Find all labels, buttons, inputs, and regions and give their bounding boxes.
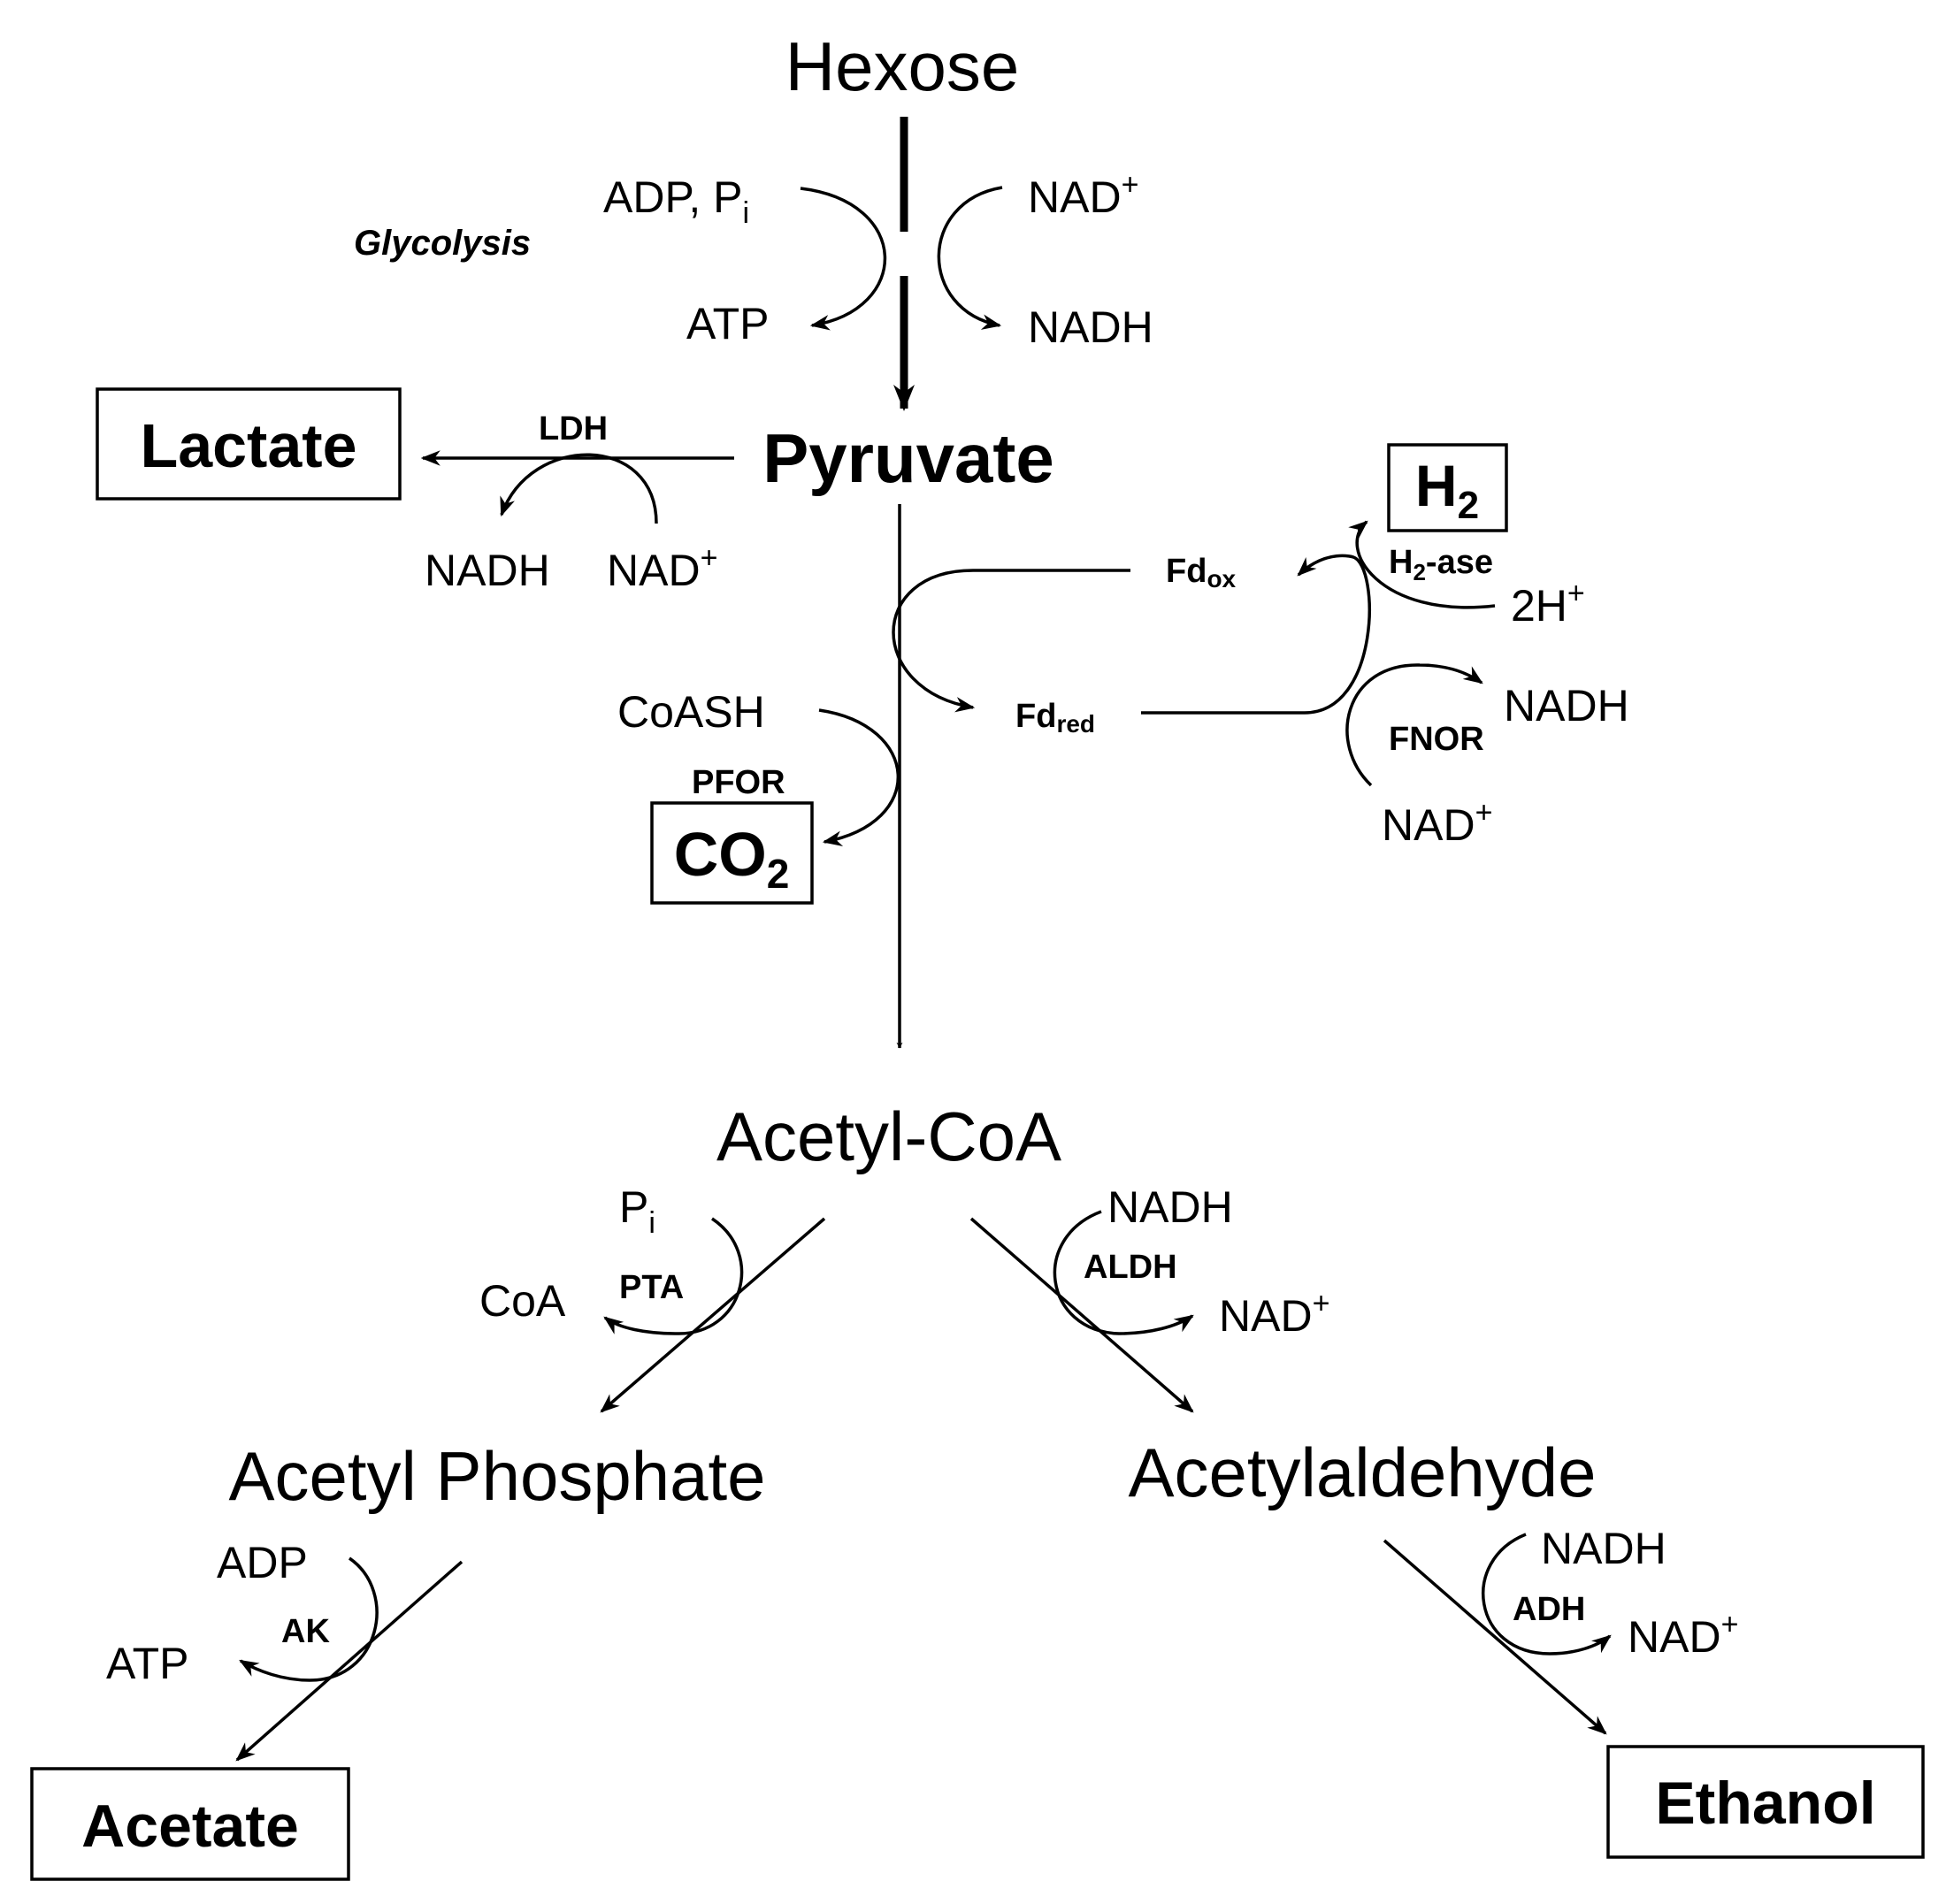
fd-cycle-curve [892, 569, 1130, 713]
glycolysis-nadh-curve [937, 186, 1003, 330]
co2-box [650, 801, 814, 905]
aldh-curve [1053, 1210, 1194, 1335]
ak-arrow [235, 1560, 464, 1762]
ak-adp: ADP [217, 1538, 308, 1587]
fnor-curve [1345, 663, 1483, 787]
glycolysis-label: Glycolysis [354, 224, 531, 263]
h2ase-curve [1348, 520, 1496, 609]
acetylaldehyde-label: Acetylaldehyde [1128, 1434, 1596, 1511]
ak-atp: ATP [106, 1639, 189, 1688]
pta-arrow [600, 1217, 826, 1413]
ldh-nadh-curve [500, 453, 658, 524]
aldh-nad: NAD+ [1219, 1287, 1329, 1341]
lactate-label: Lactate [140, 411, 356, 480]
adh-nadh: NADH [1541, 1524, 1666, 1573]
pfor-coash: CoASH [617, 687, 765, 737]
ldh-nadh: NADH [425, 546, 550, 595]
ak-enzyme-label: AK [281, 1613, 330, 1650]
ak-curve [239, 1556, 379, 1682]
adh-curve [1482, 1533, 1612, 1655]
adh-enzyme-label: ADH [1513, 1591, 1585, 1628]
glycolysis-adp-pi: ADP, Pi [603, 172, 749, 230]
pyruvate-label: Pyruvate [762, 419, 1054, 497]
fd-red-to-hydrogenase-line [1141, 554, 1371, 715]
ldh-enzyme-label: LDH [539, 410, 608, 447]
glycolysis-atp-curve [800, 187, 887, 331]
fnor-enzyme-label: FNOR [1389, 721, 1484, 758]
pta-coa: CoA [479, 1276, 566, 1326]
pta-curve [603, 1217, 744, 1335]
glycolysis-nad: NAD+ [1028, 168, 1138, 222]
pfor-enzyme-label: PFOR [692, 764, 785, 801]
hexose-label: Hexose [785, 27, 1019, 105]
pta-enzyme-label: PTA [619, 1269, 684, 1306]
lactate-box [96, 387, 402, 501]
fnor-nadh: NADH [1504, 681, 1629, 730]
adh-arrow [1383, 1539, 1607, 1735]
acetate-label: Acetate [81, 1793, 299, 1860]
h2-box [1387, 443, 1508, 532]
acetyl-phosphate-label: Acetyl Phosphate [228, 1437, 765, 1515]
co2-label: CO2 [674, 820, 790, 897]
h2ase-enzyme-label: H2-ase [1389, 544, 1493, 585]
pta-pi: Pi [619, 1182, 655, 1240]
glycolysis-nadh: NADH [1028, 302, 1153, 352]
aldh-enzyme-label: ALDH [1084, 1249, 1177, 1286]
acetyl-coa-label: Acetyl-CoA [716, 1097, 1061, 1175]
h2ase-2h: 2H+ [1511, 577, 1585, 631]
pfor-co2-curve [818, 708, 900, 846]
adh-nad: NAD+ [1628, 1608, 1738, 1662]
ethanol-box [1606, 1745, 1925, 1859]
ethanol-label: Ethanol [1655, 1770, 1875, 1837]
aldh-nadh: NADH [1107, 1182, 1233, 1232]
fnor-nad: NAD+ [1382, 796, 1492, 850]
glycolysis-atp: ATP [686, 299, 770, 348]
fd-red-label: Fdred [1015, 698, 1095, 738]
ldh-nad: NAD+ [607, 541, 717, 595]
fd-ox-label: Fdox [1166, 553, 1237, 593]
acetate-box [30, 1767, 350, 1881]
h2-label: H2 [1415, 453, 1479, 527]
aldh-arrow [969, 1217, 1194, 1413]
